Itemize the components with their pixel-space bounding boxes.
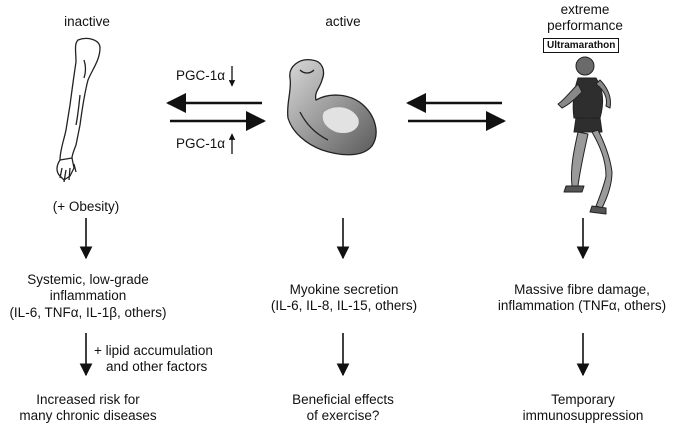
arm-outline-icon [56,37,101,183]
header-extreme-line-1: extreme [560,2,610,17]
active-bottom-line-1: Beneficial effects [292,392,394,407]
extreme-bottom-line-2: immunosuppression [522,408,644,423]
inactive-mid-line-3: (IL-6, TNFα, IL-1β, others) [9,305,167,320]
inactive-side-note-line-2: and other factors [106,359,208,374]
inactive-mid-line-1: Systemic, low-grade [27,272,149,287]
pgc-label-top: PGC-1α [176,68,226,83]
pgc-label-bottom: PGC-1α [176,136,226,151]
header-inactive: inactive [64,14,110,29]
active-mid-line-2: (IL-6, IL-8, IL-15, others) [270,298,418,313]
active-bottom-line-2: of exercise? [306,408,380,423]
active-mid-line-1: Myokine secretion [289,282,399,297]
inactive-bottom-line-2: many chronic diseases [19,408,157,423]
ultramarathon-badge: Ultramarathon [543,38,620,53]
extreme-mid-line-1: Massive fibre damage, [514,282,650,297]
running-athlete-icon [557,56,613,215]
inactive-bottom-line-1: Increased risk for [36,392,140,407]
flexed-bicep-icon [286,59,377,156]
extreme-mid-line-2: inflammation (TNFα, others) [497,298,667,313]
inactive-side-note-line-1: + lipid accumulation [94,343,213,358]
header-extreme-line-2: performance [547,18,623,33]
header-active: active [325,14,361,29]
extreme-bottom-line-1: Temporary [551,392,615,407]
inactive-mid-line-2: inflammation [49,288,127,303]
note-obesity: (+ Obesity) [52,199,120,214]
